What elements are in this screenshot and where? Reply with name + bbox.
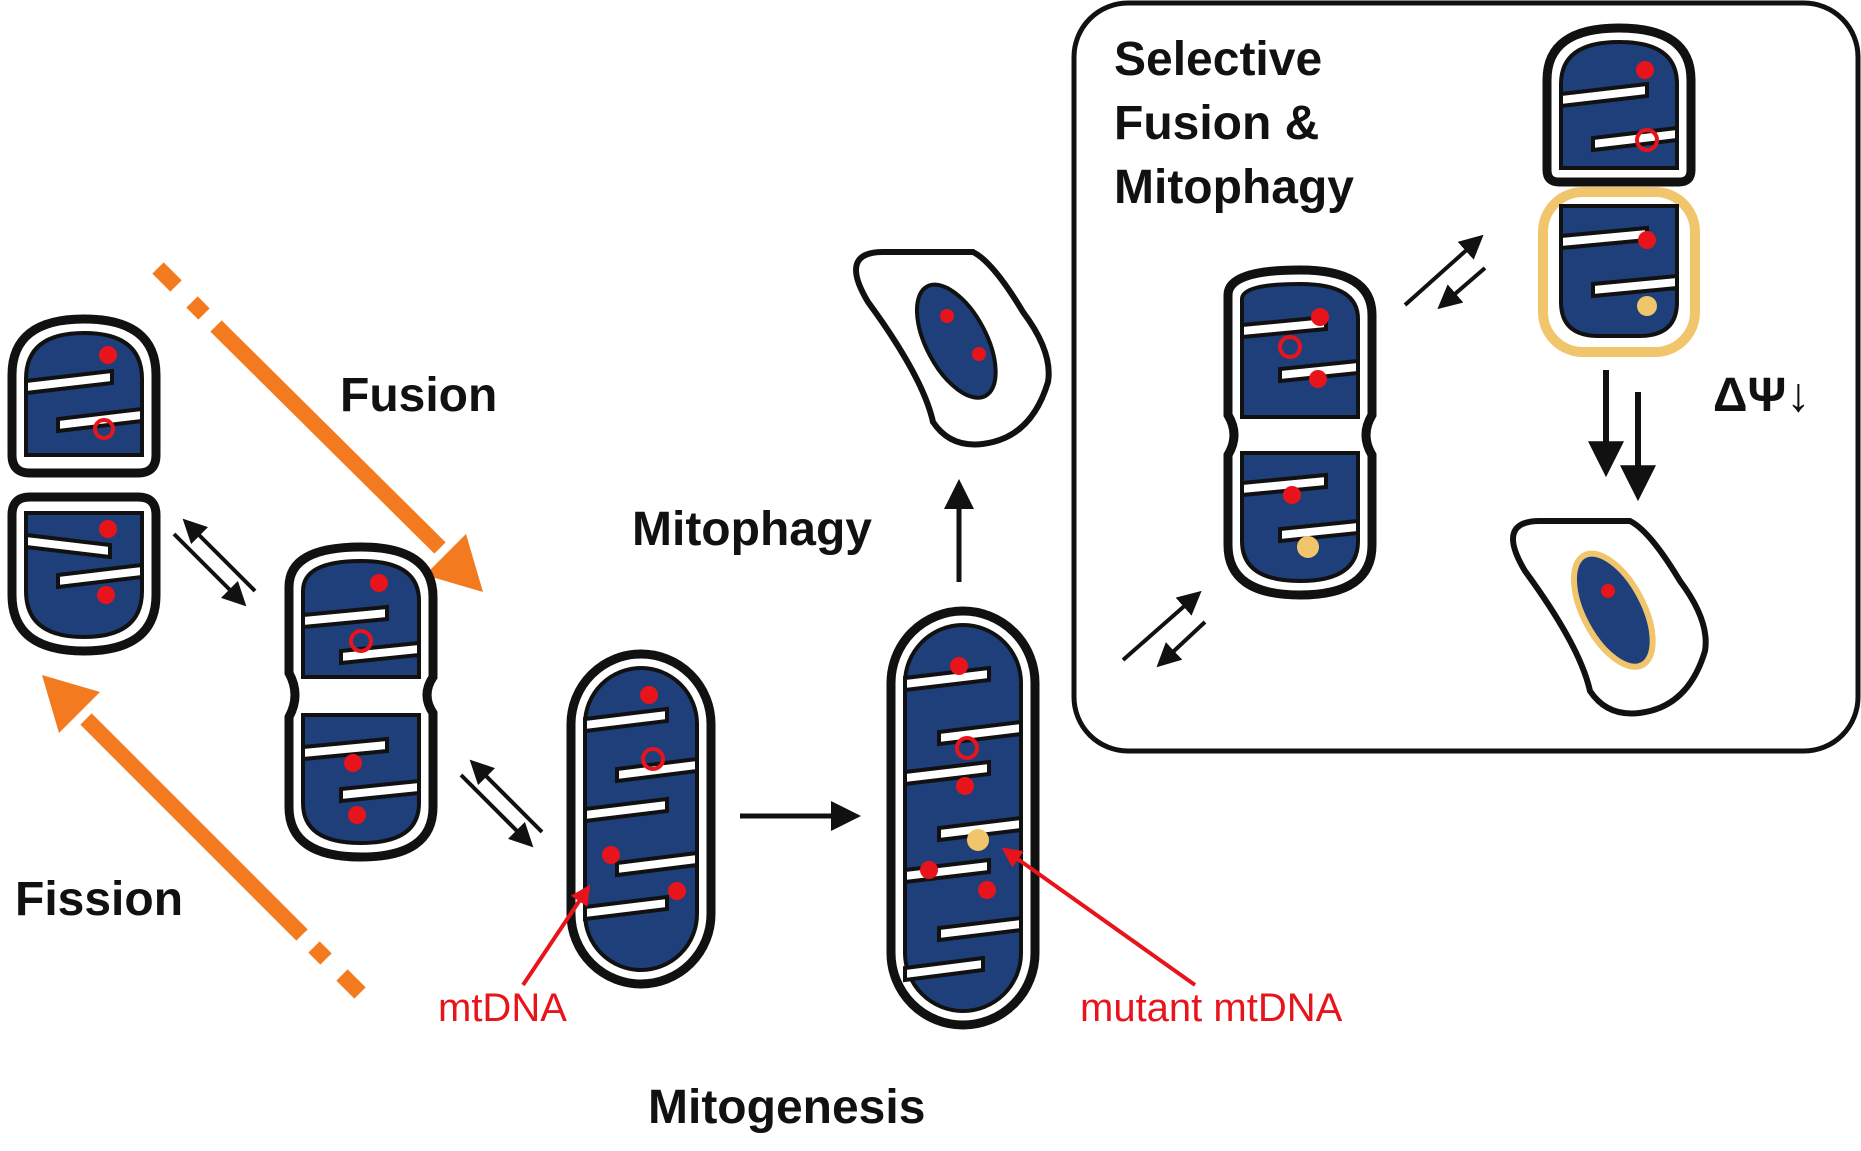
mtdna-dot [93,418,115,440]
mtdna-dot [950,657,968,675]
fission-arrow [42,675,366,999]
box-title-line3: Mitophagy [1114,161,1354,214]
selective-mitophagy-arrows [1588,370,1656,502]
mtdna-dot [640,686,658,704]
box-title-line2: Fusion & [1114,97,1320,150]
mutant-mtdna-dot [1297,536,1319,558]
box-title-line1: Selective [1114,33,1323,86]
mtdna-dot [1278,335,1302,359]
damaged-fragment [1538,187,1700,357]
autophagosome-damaged [1510,518,1709,717]
mtdna-dot [1601,584,1615,598]
mtdna-dot [99,346,117,364]
mitogenesis-label: Mitogenesis [648,1081,926,1134]
mutant-mtdna-dot [1637,296,1657,316]
fission-label: Fission [15,873,184,926]
mtdna-dot [1311,308,1329,326]
mtdna-dot [99,520,117,538]
mutant-mtdna-pointer [1001,847,1197,987]
autophagosome [853,249,1052,448]
healthy-fragment [1542,23,1696,187]
fused-mitochondrion [566,649,716,989]
mtdna-dot [920,861,938,879]
fusion-arrow [152,262,483,592]
delta-psi-label: ΔΨ↓ [1713,369,1811,422]
mtdna-dot [956,777,974,795]
mtdna-dot [1635,128,1659,152]
mtdna-dot [370,574,388,592]
mtdna-dot [978,881,996,899]
mtdna-dot [955,736,979,760]
mtdna-dot [940,309,954,323]
mtdna-dot [348,806,366,824]
reversible-arrow-box-entry [1121,590,1207,668]
reversible-arrow-fragments-medium [172,518,257,607]
mtdna-dot [668,882,686,900]
fusion-label: Fusion [340,369,498,422]
reversible-arrow-medium-fused [459,759,544,848]
mitophagy-label: Mitophagy [632,503,872,556]
mtdna-dot [97,586,115,604]
mutant-mtdna-label: mutant mtDNA [1080,986,1343,1030]
medium-mitochondrion [284,542,438,862]
mtdna-dot [1283,486,1301,504]
mtdna-dot [972,347,986,361]
fragmented-mitochondrion-top [7,314,161,478]
elongated-mitochondrion [886,606,1040,1030]
fragmented-mitochondrion-bottom [7,492,161,656]
mtdna-dot [641,747,665,771]
mtdna-pointer [521,884,591,987]
mtdna-dot [344,754,362,772]
mtdna-dot [1636,61,1654,79]
mtdna-dot [1638,231,1656,249]
mtdna-dot [602,846,620,864]
mtdna-dot [349,629,373,653]
box-mitochondrion [1223,265,1377,600]
reversible-arrow-box-fission [1403,234,1487,310]
selective-fusion-mitophagy-box [1071,0,1861,754]
mtdna-dot [1309,370,1327,388]
mtdna-label: mtDNA [438,986,567,1030]
mutant-mtdna-dot [967,829,989,851]
